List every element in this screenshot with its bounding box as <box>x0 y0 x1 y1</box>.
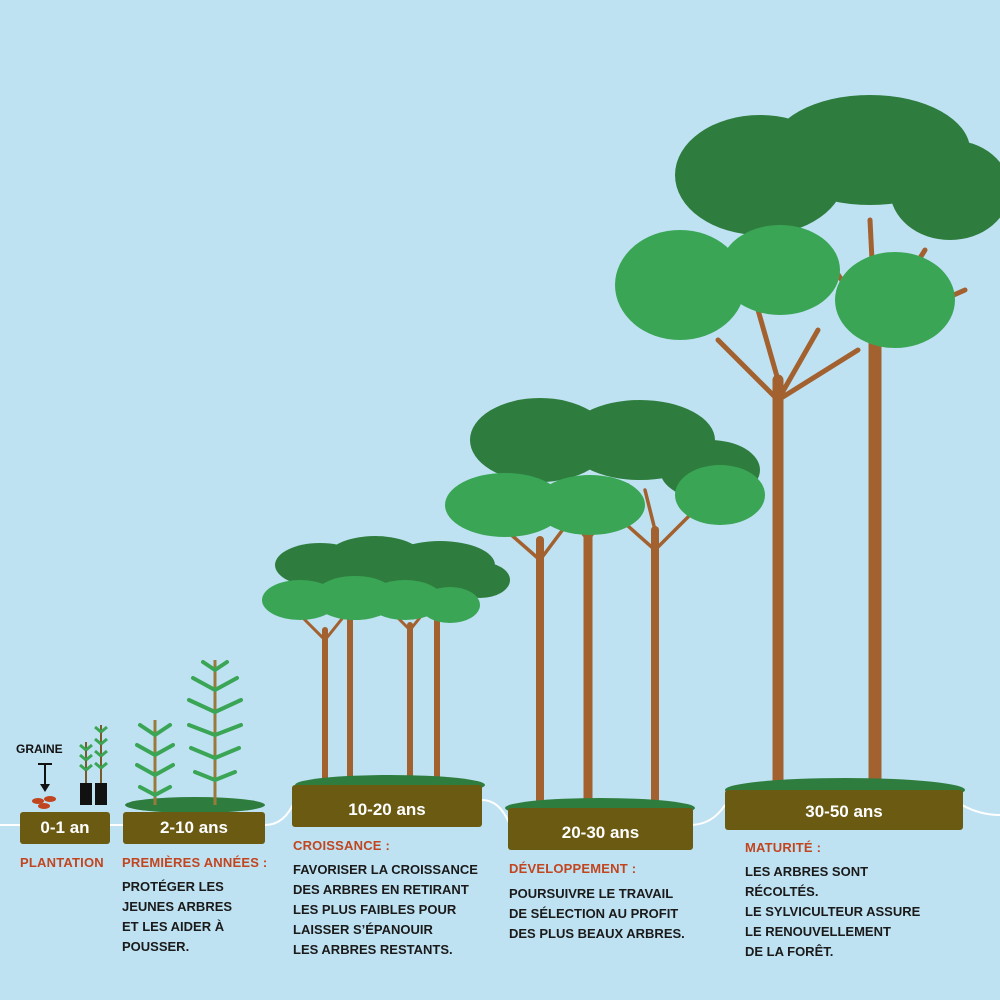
trees-30-50-ans <box>615 95 1000 802</box>
stage-desc-premieres-annees: PROTÉGER LES JEUNES ARBRES ET LES AIDER … <box>122 879 233 954</box>
seed-illustration <box>32 763 56 809</box>
seed-label: GRAINE <box>16 742 63 756</box>
ground-connector <box>0 799 1000 826</box>
stage-title-croissance: CROISSANCE : <box>293 838 391 853</box>
age-badge-0-1: 0-1 an <box>40 818 90 837</box>
stage-title-plantation: PLANTATION <box>20 855 104 870</box>
plot-0-1-an <box>20 812 110 844</box>
age-badge-2-10: 2-10 ans <box>159 818 229 837</box>
plot-20-30-ans <box>508 808 693 850</box>
age-badge-10-20: 10-20 ans <box>348 800 426 819</box>
stage-desc-maturite: LES ARBRES SONT RÉCOLTÉS. LE SYLVICULTEU… <box>745 864 921 959</box>
stage-title-developpement: DÉVELOPPEMENT : <box>509 861 637 876</box>
age-badge-20-30: 20-30 ans <box>561 823 640 842</box>
stage-desc-croissance: FAVORISER LA CROISSANCE DES ARBRES EN RE… <box>293 862 478 957</box>
age-badge-30-50: 30-50 ans <box>805 802 883 821</box>
seedling-pots <box>79 725 108 805</box>
trees-10-20-ans <box>262 536 510 795</box>
stage-desc-developpement: POURSUIVRE LE TRAVAIL DE SÉLECTION AU PR… <box>509 886 685 941</box>
trees-20-30-ans <box>445 398 765 818</box>
young-trees <box>125 660 265 813</box>
plot-30-50-ans <box>725 790 963 830</box>
stage-title-maturite: MATURITÉ : <box>745 840 822 855</box>
stage-title-premieres-annees: PREMIÈRES ANNÉES : <box>122 855 268 870</box>
plot-10-20-ans <box>292 785 482 827</box>
plot-2-10-ans <box>123 812 265 844</box>
